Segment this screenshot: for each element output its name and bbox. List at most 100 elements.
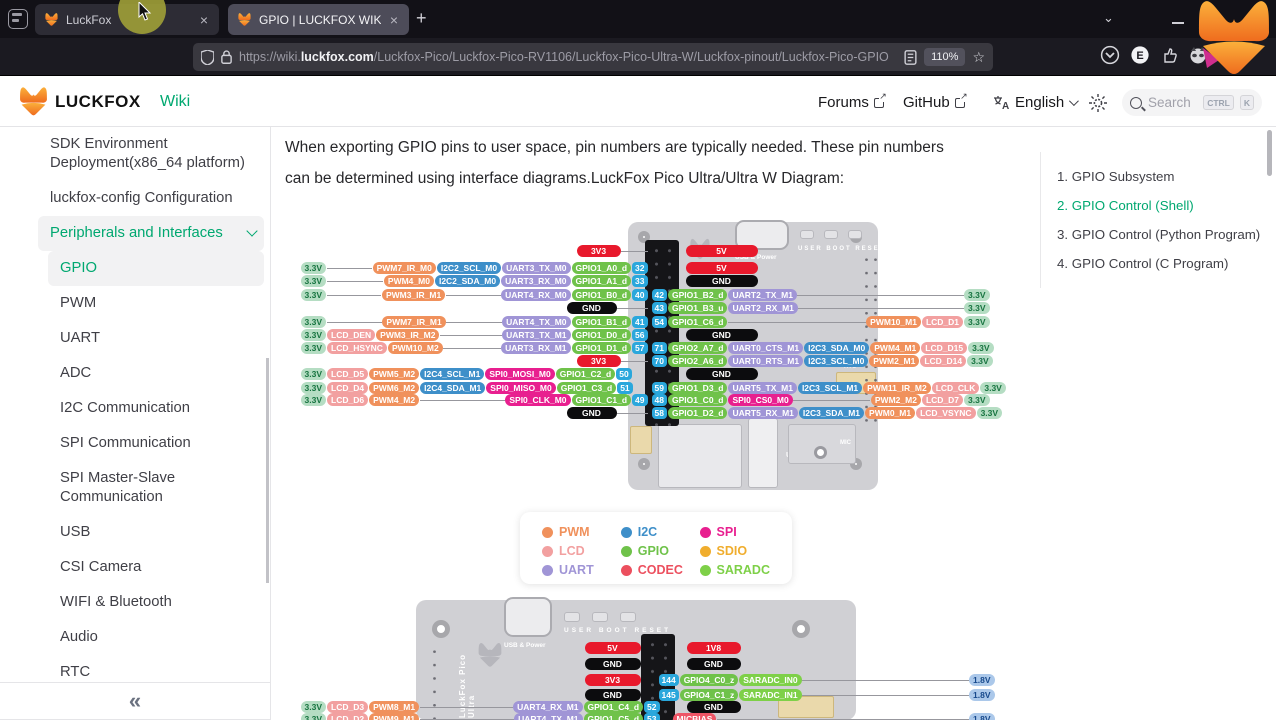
pin-chip: 57: [632, 342, 648, 354]
wiki-link[interactable]: Wiki: [160, 93, 191, 110]
sidebar-item[interactable]: I2C Communication: [60, 400, 190, 416]
pin-chip: GPIO2_A6_d: [667, 355, 728, 367]
pin-chip: GPIO1_A0_d: [571, 262, 632, 274]
sidebar-item[interactable]: Audio: [60, 629, 98, 645]
theme-toggle-sun-icon[interactable]: [1088, 93, 1108, 113]
reader-mode-icon[interactable]: [904, 49, 917, 65]
extension-raccoon-icon[interactable]: [1188, 45, 1208, 65]
pocket-icon[interactable]: [1100, 45, 1120, 65]
toc-item[interactable]: 4. GPIO Control (C Program): [1057, 256, 1229, 271]
close-tab-icon[interactable]: ×: [199, 11, 208, 28]
pin-row: 5V: [685, 245, 758, 257]
pin-chip: 3.3V: [300, 316, 326, 328]
pin-chip: LCD_D6: [327, 394, 369, 406]
pin-chip: 58: [651, 407, 667, 419]
antenna-connector: [814, 446, 827, 459]
pin-chip: 42: [651, 289, 667, 301]
sidebar-item[interactable]: USB: [60, 524, 91, 540]
pin-chip: 32: [632, 262, 648, 274]
tab-title: GPIO | LUCKFOX WIKI: [259, 12, 381, 27]
pin-chip: LCD_D4: [327, 382, 369, 394]
pin-chip: LCD_D5: [327, 368, 369, 380]
legend-dot: [699, 545, 711, 557]
usb-power-label: USB & Power: [735, 254, 777, 261]
pin-chip: UART4_TX_M1: [514, 713, 583, 720]
lock-icon[interactable]: [221, 50, 232, 64]
pin-chip: 53: [644, 713, 660, 720]
extension-thumb-icon[interactable]: [1160, 45, 1180, 65]
kbd-k: K: [1239, 95, 1254, 110]
toc-item[interactable]: 3. GPIO Control (Python Program): [1057, 227, 1261, 242]
mounting-hole: [792, 620, 810, 638]
mic-label: MIC: [840, 440, 851, 446]
sidebar-item[interactable]: RTC: [60, 664, 91, 680]
close-tab-icon[interactable]: ×: [389, 11, 398, 28]
wire: [798, 307, 964, 309]
sidebar-item[interactable]: SDK Environment Deployment(x86_64 platfo…: [50, 136, 245, 171]
minimize-button[interactable]: [1172, 22, 1184, 24]
legend-dot: [542, 545, 553, 557]
svg-text:E: E: [1136, 50, 1143, 62]
sidebar-item[interactable]: GPIO: [48, 251, 264, 286]
sidebar-item[interactable]: CSI Camera: [60, 559, 142, 575]
boot-button: [824, 230, 838, 239]
page-scrollbar[interactable]: [1267, 130, 1272, 176]
wire: [797, 294, 964, 296]
buttons-label: USER BOOT RESET: [798, 246, 886, 252]
zoom-level-badge[interactable]: 110%: [924, 48, 966, 66]
brand-title[interactable]: LUCKFOX: [55, 92, 141, 111]
sidebar-item[interactable]: luckfox-config Configuration: [50, 190, 233, 206]
pin-chip: UART3_TX_M0: [502, 262, 571, 274]
sidebar-item[interactable]: PWM: [60, 295, 97, 311]
tab-gpio-wiki[interactable]: GPIO | LUCKFOX WIKI ×: [228, 4, 409, 35]
pin-chip: 3.3V: [967, 355, 993, 367]
mouse-cursor: [138, 2, 152, 21]
firefox-view-icon[interactable]: [8, 9, 28, 29]
language-selector[interactable]: A English: [993, 94, 1080, 111]
wire: [439, 334, 502, 336]
pin-chip: I2C3_SDA_M1: [798, 407, 865, 419]
url-bar[interactable]: https://wiki.luckfox.com/Luckfox-Pico/Lu…: [193, 43, 993, 71]
pin-chip: 3.3V: [300, 713, 326, 720]
collapse-sidebar-button[interactable]: «: [128, 688, 142, 713]
bookmark-star-icon[interactable]: ☆: [972, 48, 985, 65]
pin-chip: 3.3V: [968, 342, 994, 354]
sidebar-item[interactable]: SPI Master-Slave Communication: [60, 470, 176, 505]
sidebar-item[interactable]: UART: [60, 330, 101, 346]
tab-bar: LuckFox × GPIO | LUCKFOX WIKI × + ⌄: [0, 0, 1276, 38]
url-text[interactable]: https://wiki.luckfox.com/Luckfox-Pico/Lu…: [239, 50, 889, 64]
luckfox-logo-icon[interactable]: [17, 86, 50, 117]
legend-dot: [620, 526, 632, 538]
pin-row: 5V: [584, 642, 641, 654]
forums-link[interactable]: Forums: [818, 90, 887, 111]
wire: [727, 321, 866, 323]
pin-chip: LCD_D7: [921, 394, 963, 406]
legend-dot: [620, 545, 632, 557]
sidebar-collapse-bar: «: [0, 682, 270, 720]
search-input[interactable]: Search CTRL K: [1122, 89, 1262, 116]
pin-chip: GPIO1_B0_d: [571, 289, 632, 301]
sidebar-item[interactable]: SPI Communication: [60, 435, 191, 451]
toc-item[interactable]: 2. GPIO Control (Shell): [1057, 198, 1194, 213]
sidebar-item[interactable]: WIFI & Bluetooth: [60, 594, 172, 610]
speaker-pad: [630, 426, 652, 454]
shield-permissions-icon[interactable]: [201, 49, 214, 65]
luckfox-favicon-icon: [238, 13, 251, 26]
new-tab-button[interactable]: +: [416, 8, 427, 28]
sidebar-item[interactable]: ADC: [60, 365, 92, 381]
extension-e-icon[interactable]: E: [1130, 45, 1150, 65]
boot-button: [592, 612, 608, 622]
sidebar-item[interactable]: Peripherals and Interfaces: [38, 216, 264, 251]
github-link[interactable]: GitHub: [903, 90, 968, 111]
site-header: [0, 76, 1276, 127]
list-tabs-chevron-icon[interactable]: ⌄: [1103, 10, 1114, 25]
pin-chip: 54: [651, 316, 667, 328]
usb-a-port: [748, 418, 778, 488]
sidebar-scrollbar[interactable]: [266, 358, 269, 583]
toc-item[interactable]: 1. GPIO Subsystem: [1057, 169, 1175, 184]
pin-chip: 1.8V: [969, 713, 995, 720]
pin-chip: GPIO1_D2_d: [667, 407, 728, 419]
legend-item: I2C: [620, 525, 690, 539]
pin-chip: 3.3V: [964, 394, 990, 406]
